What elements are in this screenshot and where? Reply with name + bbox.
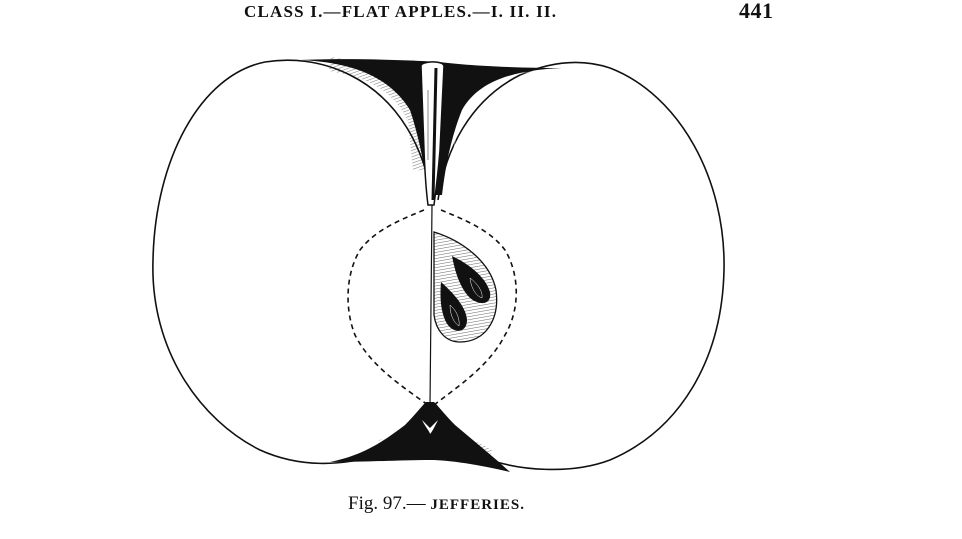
seed-lower	[440, 282, 467, 331]
page-number: 441	[739, 0, 774, 23]
core-outline	[347, 209, 518, 406]
calyx-eye	[422, 420, 438, 434]
stem	[420, 61, 445, 206]
apple-outline-right	[435, 61, 725, 471]
apple-outline-left	[152, 59, 433, 465]
figure-title: JEFFERIES.	[430, 497, 525, 513]
figure-label: Fig. 97.—	[348, 493, 426, 514]
running-head: CLASS I.—FLAT APPLES.—I. II. II.	[244, 2, 558, 21]
figure-caption: Fig. 97.— JEFFERIES.	[348, 493, 525, 515]
